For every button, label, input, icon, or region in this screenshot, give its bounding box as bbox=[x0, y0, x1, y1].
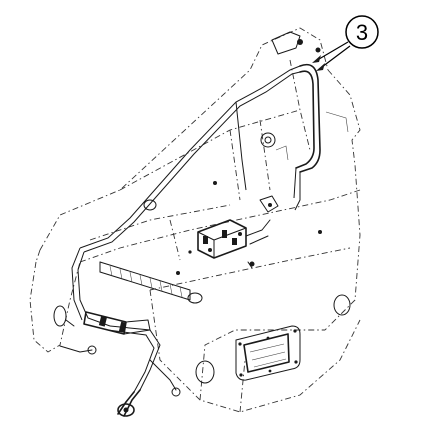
control-valve-assembly bbox=[197, 219, 271, 269]
lift-cylinder bbox=[117, 359, 181, 417]
tower-fitting bbox=[259, 195, 279, 213]
callout-3-circle bbox=[345, 15, 379, 49]
callout-3: 3 bbox=[312, 15, 379, 71]
callout-3-arrowhead-upper bbox=[312, 55, 321, 63]
callout-3-label: 3 bbox=[356, 20, 368, 45]
access-cover-plate bbox=[235, 325, 301, 381]
callout-3-arrowhead-lower bbox=[316, 63, 325, 71]
frame-holes bbox=[53, 39, 351, 384]
frame-outline bbox=[29, 27, 361, 413]
lower-hydraulic-lines bbox=[59, 247, 161, 393]
front-cross-tube bbox=[99, 261, 203, 304]
hydraulic-hose-arch bbox=[79, 63, 321, 253]
tower-top-detail bbox=[271, 31, 349, 161]
